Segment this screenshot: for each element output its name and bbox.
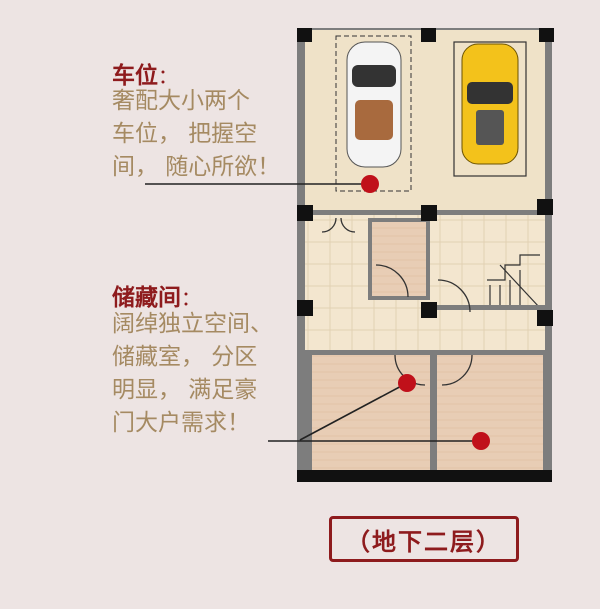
marker-parking [361,175,379,193]
bottom-wall [297,470,552,482]
parking-line-1: 奢配大小两个 [112,88,250,114]
marker-storage-left [398,374,416,392]
white-car-icon [346,41,402,168]
storage-colon: ： [181,286,201,310]
parking-heading: 车位： [112,56,178,90]
marker-storage-right [472,432,490,450]
wall [305,350,545,355]
parking-line-2: 车位， 把握空 [112,121,258,147]
storage-title: 储藏间 [112,285,181,311]
yellow-car-icon [461,43,519,165]
parking-line-3: 间， 随心所欲！ [112,154,281,180]
pointer-lines [145,183,481,442]
parking-title: 车位 [112,63,158,89]
parking-spot-small [453,41,527,177]
storage-line-2: 储藏室， 分区 [112,344,258,370]
parking-colon: ： [158,64,178,88]
wall [430,355,435,470]
storage-line-3: 明显， 满足豪 [112,377,258,403]
storage-room-right [437,355,543,470]
storage-line-4: 门大户需求！ [112,410,250,436]
wall [430,305,545,310]
storage-closet [368,218,430,300]
storage-heading: 储藏间： [112,278,201,312]
storage-description: 阔绰独立空间、 储藏室， 分区 明显， 满足豪 门大户需求！ [112,308,273,440]
storage-room-left [312,355,430,470]
floor-label-badge: （地下二层） [329,516,519,562]
storage-line-1: 阔绰独立空间、 [112,311,273,337]
parking-description: 奢配大小两个 车位， 把握空 间， 随心所欲！ [112,85,280,184]
columns [297,28,554,326]
